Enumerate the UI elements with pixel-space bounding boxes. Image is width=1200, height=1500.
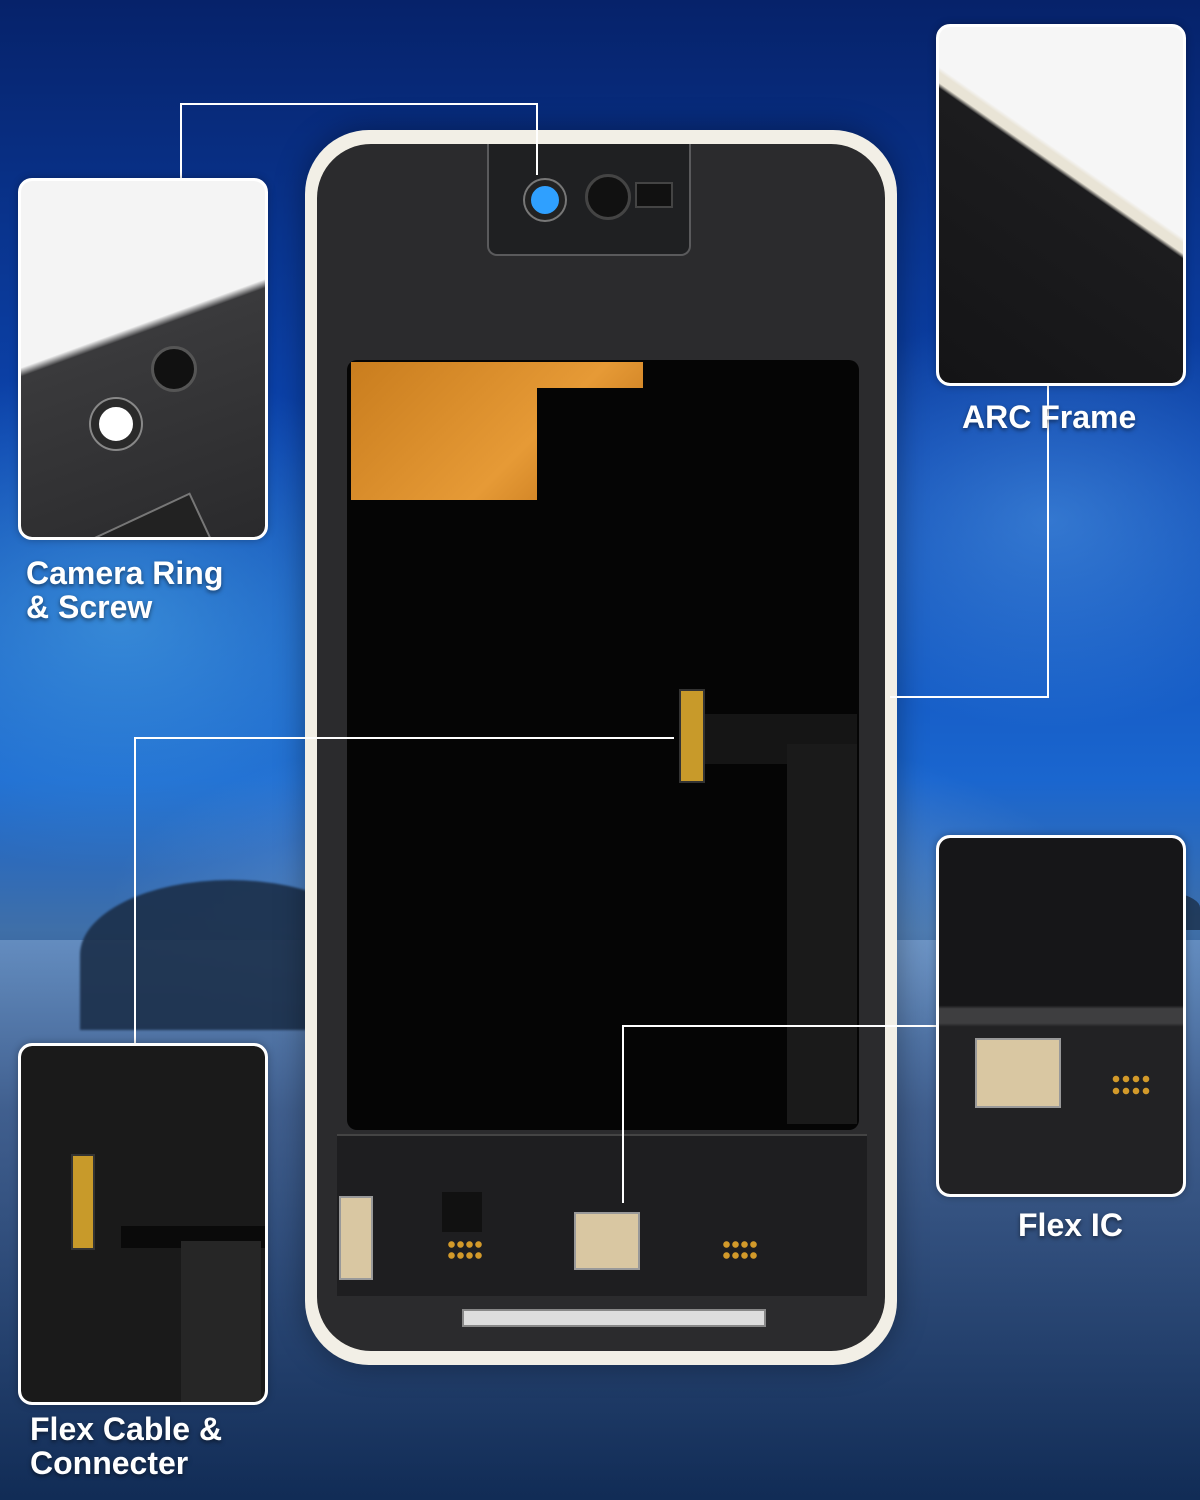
contact-pads <box>447 1239 483 1261</box>
sensor-module <box>635 182 673 208</box>
copper-tape-cutout <box>537 388 643 500</box>
callout-line-ic-h <box>622 1025 938 1027</box>
flex-cable-tail-closeup <box>181 1241 261 1402</box>
flex-cable-tail <box>787 744 857 1124</box>
caption-camera-ring-line2: & Screw <box>26 589 153 625</box>
callout-line-arc-h <box>890 696 1049 698</box>
screen-back <box>317 144 885 1351</box>
inset-arc-frame <box>936 24 1186 386</box>
caption-flex-cable-line1: Flex Cable & <box>30 1411 223 1447</box>
flex-ic-closeup <box>975 1038 1061 1108</box>
callout-line-camera-h <box>180 103 538 105</box>
inset-flex-cable <box>18 1043 268 1405</box>
caption-arc-frame: ARC Frame <box>962 399 1137 435</box>
bottom-bracket <box>462 1309 766 1327</box>
ic-chip-dark <box>442 1192 482 1232</box>
inset-flex-ic <box>936 835 1186 1197</box>
caption-flex-cable-line2: Connecter <box>30 1445 189 1481</box>
caption-flex-ic: Flex IC <box>1018 1207 1123 1243</box>
caption-camera-ring-line1: Camera Ring <box>26 555 224 591</box>
callout-line-camera-v <box>180 103 182 181</box>
callout-line-ic-v <box>622 1025 624 1203</box>
side-chip <box>339 1196 373 1280</box>
inset-camera-ring <box>18 178 268 540</box>
caption-flex-cable: Flex Cable & Connecter <box>30 1412 222 1480</box>
screen-assembly <box>305 130 897 1365</box>
camera-bracket-closeup <box>50 492 226 537</box>
callout-line-flex-v <box>134 737 136 1043</box>
sensor-closeup <box>151 346 197 392</box>
contact-pads-right <box>722 1239 758 1261</box>
flex-connector-closeup <box>71 1154 95 1250</box>
caption-camera-ring: Camera Ring & Screw <box>26 556 223 624</box>
camera-ring-closeup <box>91 399 141 449</box>
flex-ic-chip <box>574 1212 640 1270</box>
camera-lens-icon <box>525 180 565 220</box>
callout-line-camera-drop <box>536 103 538 175</box>
flex-connector <box>679 689 705 783</box>
contact-pads-closeup <box>1111 1073 1151 1099</box>
sensor-lens <box>585 174 631 220</box>
callout-line-arc-v <box>1047 380 1049 698</box>
callout-line-flex-h <box>134 737 674 739</box>
